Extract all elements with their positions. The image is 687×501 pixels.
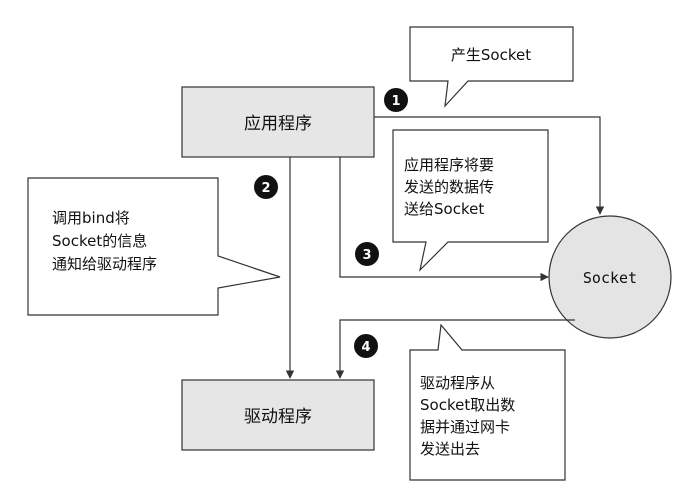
callout-fetch-line-1: 驱动程序从 [420,374,495,392]
app-node-label: 应用程序 [244,114,312,134]
step-badge-3: 3 [355,242,379,266]
callout-fetch-line-2: Socket取出数 [420,396,515,414]
step-badge-2-text: 2 [261,181,270,196]
callout-bind-text: 调用bind将 Socket的信息 通知给驱动程序 [52,209,157,273]
arrow-app-to-socket-send [339,157,549,282]
callout-send-line-3: 送给Socket [404,200,484,218]
callout-create-socket: 产生Socket [409,26,574,108]
step-badge-2: 2 [254,175,278,199]
step-badge-4-text: 4 [361,340,370,355]
step-badge-1-text: 1 [391,94,400,109]
callout-create-line-1: 产生Socket [451,46,531,64]
callout-bind-line-3: 通知给驱动程序 [52,255,157,273]
driver-node-label: 驱动程序 [244,407,312,427]
arrow-socket-to-driver-fetch [335,319,575,379]
app-node: 应用程序 [181,86,375,158]
callout-send-data: 应用程序将要 发送的数据传 送给Socket [392,129,549,272]
step-badge-3-text: 3 [362,248,371,263]
socket-node: Socket [548,215,672,339]
callout-send-line-1: 应用程序将要 [404,156,494,174]
step-badge-4: 4 [354,334,378,358]
arrow-app-to-socket-create [374,116,605,215]
callout-fetch-line-3: 据并通过网卡 [420,418,510,436]
callout-create-socket-text: 产生Socket [451,46,531,64]
callout-driver-fetch: 驱动程序从 Socket取出数 据并通过网卡 发送出去 [409,323,566,481]
socket-node-label: Socket [583,269,637,287]
callout-bind-line-2: Socket的信息 [52,232,147,250]
callout-fetch-line-4: 发送出去 [420,440,480,458]
driver-node: 驱动程序 [181,379,375,451]
callout-bind: 调用bind将 Socket的信息 通知给驱动程序 [27,177,281,316]
step-badge-1: 1 [384,88,408,112]
callout-bind-line-1: 调用bind将 [52,209,130,227]
callout-send-line-2: 发送的数据传 [404,178,494,196]
callout-send-data-text: 应用程序将要 发送的数据传 送给Socket [404,156,499,218]
callout-driver-fetch-text: 驱动程序从 Socket取出数 据并通过网卡 发送出去 [420,374,520,458]
